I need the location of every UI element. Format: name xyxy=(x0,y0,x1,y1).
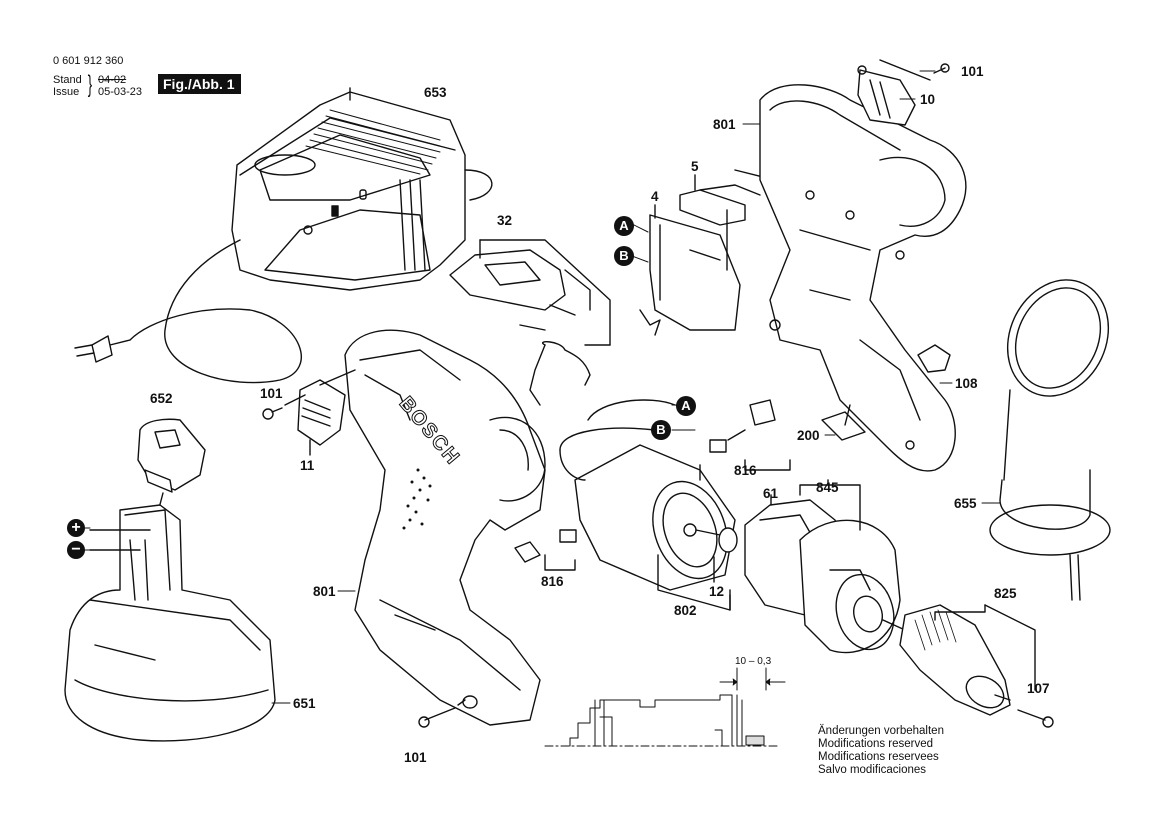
label-108: 108 xyxy=(955,376,978,391)
cross-section-drawing xyxy=(544,667,786,747)
callout-a-switch: A xyxy=(614,216,634,236)
label-655: 655 xyxy=(954,496,977,511)
battery-drawing xyxy=(64,504,276,742)
issue-value: 05-03-23 xyxy=(98,86,143,98)
label-11: 11 xyxy=(300,458,315,473)
label-101-top: 101 xyxy=(961,64,984,79)
label-101-left: 101 xyxy=(260,386,283,401)
label-816-top: 816 xyxy=(734,463,757,478)
battery-cap-drawing xyxy=(137,418,206,513)
part-number: 0 601 912 360 xyxy=(53,55,124,67)
label-802: 802 xyxy=(674,603,697,618)
brace-symbol: } xyxy=(87,71,93,98)
label-200: 200 xyxy=(797,428,820,443)
label-101-bottom: 101 xyxy=(404,750,427,765)
label-4: 4 xyxy=(651,189,659,204)
holster-drawing xyxy=(989,279,1111,601)
label-107: 107 xyxy=(1027,681,1050,696)
issue-label: Issue xyxy=(53,86,80,98)
callout-b-motor: B xyxy=(651,420,671,440)
label-32: 32 xyxy=(497,213,513,228)
stand-label: Stand xyxy=(53,74,82,86)
switch-drawing xyxy=(639,169,776,336)
label-652: 652 xyxy=(150,391,173,406)
note-line-en: Modifications reserved xyxy=(818,738,934,750)
note-line-de: Änderungen vorbehalten xyxy=(818,725,944,737)
charger-drawing xyxy=(74,87,493,384)
housing-left-drawing xyxy=(262,329,546,728)
housing-right-drawing xyxy=(759,59,967,472)
label-816-bottom: 816 xyxy=(541,574,564,589)
chuck-drawing xyxy=(899,604,1054,728)
motor-drawing xyxy=(514,399,791,611)
cover-32-drawing xyxy=(449,239,611,406)
label-801-left: 801 xyxy=(313,584,336,599)
leader-lines xyxy=(79,70,1001,704)
label-12: 12 xyxy=(709,584,725,599)
gearbox-drawing xyxy=(744,479,906,654)
callout-b-switch: B xyxy=(614,246,634,266)
label-651: 651 xyxy=(293,696,316,711)
note-line-fr: Modifications reservees xyxy=(818,751,939,763)
plus-terminal-icon: + xyxy=(67,519,85,537)
modifications-note: Änderungen vorbehalten Modifications res… xyxy=(818,725,944,777)
label-845: 845 xyxy=(816,480,839,495)
note-line-es: Salvo modificaciones xyxy=(818,764,927,776)
figure-label: Fig./Abb. 1 xyxy=(158,74,241,94)
label-825: 825 xyxy=(994,586,1017,601)
label-10: 10 xyxy=(920,92,936,107)
minus-terminal-icon: − xyxy=(67,541,85,559)
label-653: 653 xyxy=(424,85,447,100)
label-5: 5 xyxy=(691,159,699,174)
label-801-right: 801 xyxy=(713,117,736,132)
dimension-value: 10 – 0,3 xyxy=(735,656,772,667)
callout-a-motor: A xyxy=(676,396,696,416)
label-61: 61 xyxy=(763,486,779,501)
stand-value: 04-02 xyxy=(98,74,127,86)
